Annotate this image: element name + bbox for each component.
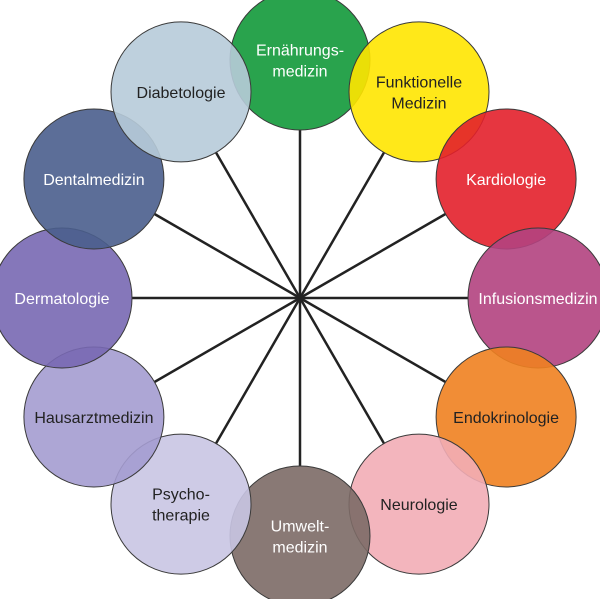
label-line: medizin <box>272 540 327 557</box>
label-line: Infusionsmedizin <box>478 291 597 308</box>
label-line: Ernährungs- <box>256 43 344 60</box>
node-ernaehrungsmedizin: Ernährungs-medizin <box>229 0 371 131</box>
label-kardiologie: Kardiologie <box>466 172 546 189</box>
label-line: medizin <box>272 64 327 81</box>
circle-funktionelle-medizin <box>348 21 490 163</box>
node-diabetologie: Diabetologie <box>110 21 252 163</box>
node-dermatologie: Dermatologie <box>0 227 133 369</box>
label-diabetologie: Diabetologie <box>137 85 226 102</box>
label-line: therapie <box>152 508 210 525</box>
label-umweltmedizin: Umwelt-medizin <box>271 519 330 557</box>
label-infusionsmedizin: Infusionsmedizin <box>478 291 597 308</box>
node-kardiologie: Kardiologie <box>435 108 577 250</box>
label-neurologie: Neurologie <box>380 497 457 514</box>
node-endokrinologie: Endokrinologie <box>435 346 577 488</box>
label-psychotherapie: Psycho-therapie <box>152 487 210 525</box>
label-dermatologie: Dermatologie <box>14 291 109 308</box>
spoke-kardiologie <box>299 212 447 300</box>
spoke-hausarztmedizin <box>153 296 301 384</box>
circle-diabetologie <box>110 21 252 163</box>
spoke-neurologie <box>298 297 386 445</box>
label-dentalmedizin: Dentalmedizin <box>43 172 144 189</box>
label-line: Psycho- <box>152 487 210 504</box>
label-line: Dentalmedizin <box>43 172 144 189</box>
label-hausarztmedizin: Hausarztmedizin <box>34 410 153 427</box>
label-line: Diabetologie <box>137 85 226 102</box>
node-dentalmedizin: Dentalmedizin <box>23 108 165 250</box>
label-line: Dermatologie <box>14 291 109 308</box>
circle-endokrinologie <box>435 346 577 488</box>
label-ernaehrungsmedizin: Ernährungs-medizin <box>256 43 344 81</box>
node-hausarztmedizin: Hausarztmedizin <box>23 346 165 488</box>
node-infusionsmedizin: Infusionsmedizin <box>467 227 600 369</box>
node-neurologie: Neurologie <box>348 433 490 575</box>
circle-dentalmedizin <box>23 108 165 250</box>
label-line: Endokrinologie <box>453 410 559 427</box>
spoke-funktionelle-medizin <box>298 151 386 299</box>
label-endokrinologie: Endokrinologie <box>453 410 559 427</box>
spoke-psychotherapie <box>214 297 302 445</box>
spokes <box>132 130 468 466</box>
spoke-dentalmedizin <box>153 212 301 300</box>
label-line: Neurologie <box>380 497 457 514</box>
label-line: Kardiologie <box>466 172 546 189</box>
node-psychotherapie: Psycho-therapie <box>110 433 252 575</box>
node-umweltmedizin: Umwelt-medizin <box>229 465 371 599</box>
spoke-endokrinologie <box>299 296 447 384</box>
label-line: Umwelt- <box>271 519 330 536</box>
label-line: Hausarztmedizin <box>34 410 153 427</box>
circle-psychotherapie <box>110 433 252 575</box>
label-line: Funktionelle <box>376 74 462 91</box>
label-line: Medizin <box>391 95 446 112</box>
spoke-diabetologie <box>214 151 302 299</box>
